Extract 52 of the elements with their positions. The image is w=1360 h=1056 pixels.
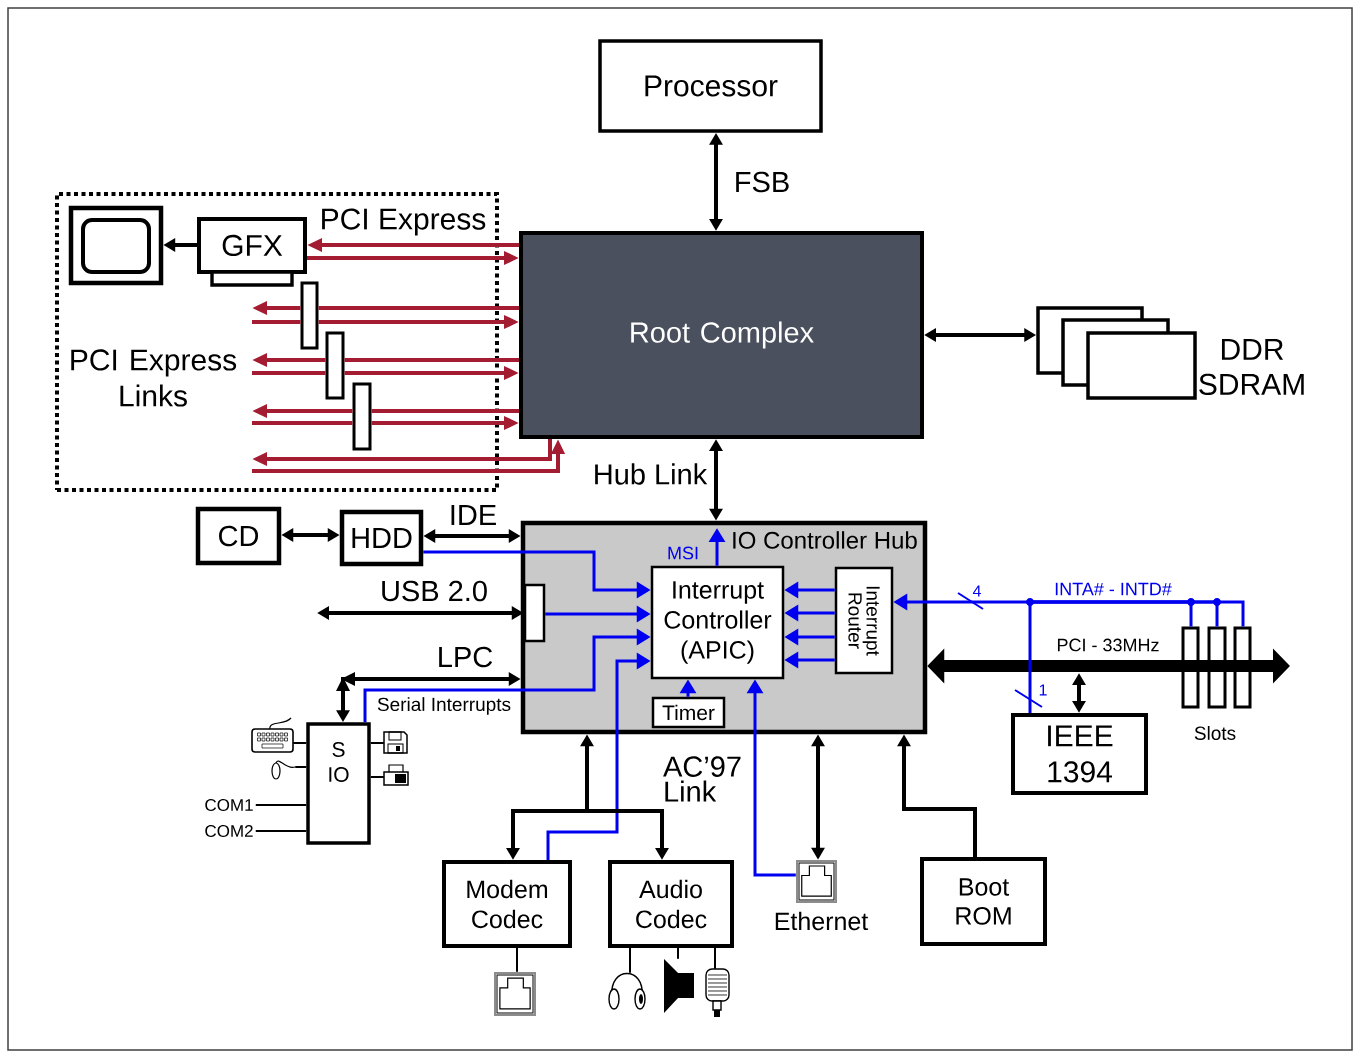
edge-label: PCI - 33MHz (1055, 637, 1161, 653)
connector-line (714, 947, 716, 970)
mouse-icon (271, 760, 296, 780)
edge-label: AC’97 Link (662, 755, 750, 803)
monitor-icon (68, 205, 164, 286)
connector-line (369, 742, 385, 744)
slot-bar (325, 331, 345, 400)
speaker-icon (664, 959, 694, 1013)
component-box: Audio Codec (608, 860, 734, 948)
port-bar (523, 583, 546, 643)
component-box: IEEE 1394 (1011, 713, 1148, 795)
slot-bar (352, 382, 372, 451)
connector-line (254, 830, 308, 832)
component-box: Timer (651, 696, 726, 729)
component-box: HDD (339, 509, 424, 567)
signal-width-label: 4 (972, 585, 981, 597)
component-box: Interrupt Controller (APIC) (650, 565, 785, 680)
headphones-icon (608, 972, 646, 1010)
connector-line (294, 766, 308, 768)
component-box: Processor (598, 39, 823, 133)
edge-label: FSB (732, 170, 792, 194)
edge-label: IDE (447, 504, 499, 526)
connector-line (369, 776, 385, 778)
node-label: DDR SDRAM (1199, 339, 1304, 395)
slot-bar (300, 281, 319, 350)
port-label: COM2 (205, 825, 253, 837)
edge-label: Hub Link (591, 462, 709, 486)
signal-width-label: 1 (1039, 684, 1047, 696)
connector-line (292, 742, 308, 744)
phone-jack-icon (494, 972, 536, 1016)
connector-line (677, 947, 679, 960)
component-box: Modem Codec (442, 860, 572, 948)
microphone-icon (705, 968, 730, 1017)
component-box: S IO (306, 722, 371, 845)
component-box: Boot ROM (920, 857, 1047, 946)
component-box: Interrupt Router (834, 566, 894, 675)
port-label: COM1 (205, 799, 253, 811)
printer-icon (383, 764, 409, 786)
edge-label: PCI Express (318, 207, 488, 237)
connector-line (629, 947, 631, 974)
card-box: GFX (197, 217, 307, 287)
node-label: Ethernet (775, 911, 869, 931)
component-box: Root Complex (519, 231, 924, 439)
memory-stack: DDR SDRAM (1036, 306, 1304, 400)
component-box: CD (195, 506, 282, 566)
caption: Slots (1194, 726, 1236, 740)
edge-label: Serial Interrupts (375, 696, 513, 716)
edge-label: LPC (435, 645, 495, 669)
connector-line (516, 947, 518, 973)
keyboard-icon (251, 717, 294, 753)
edge-label: USB 2.0 (379, 579, 489, 603)
connector-line (254, 804, 308, 806)
